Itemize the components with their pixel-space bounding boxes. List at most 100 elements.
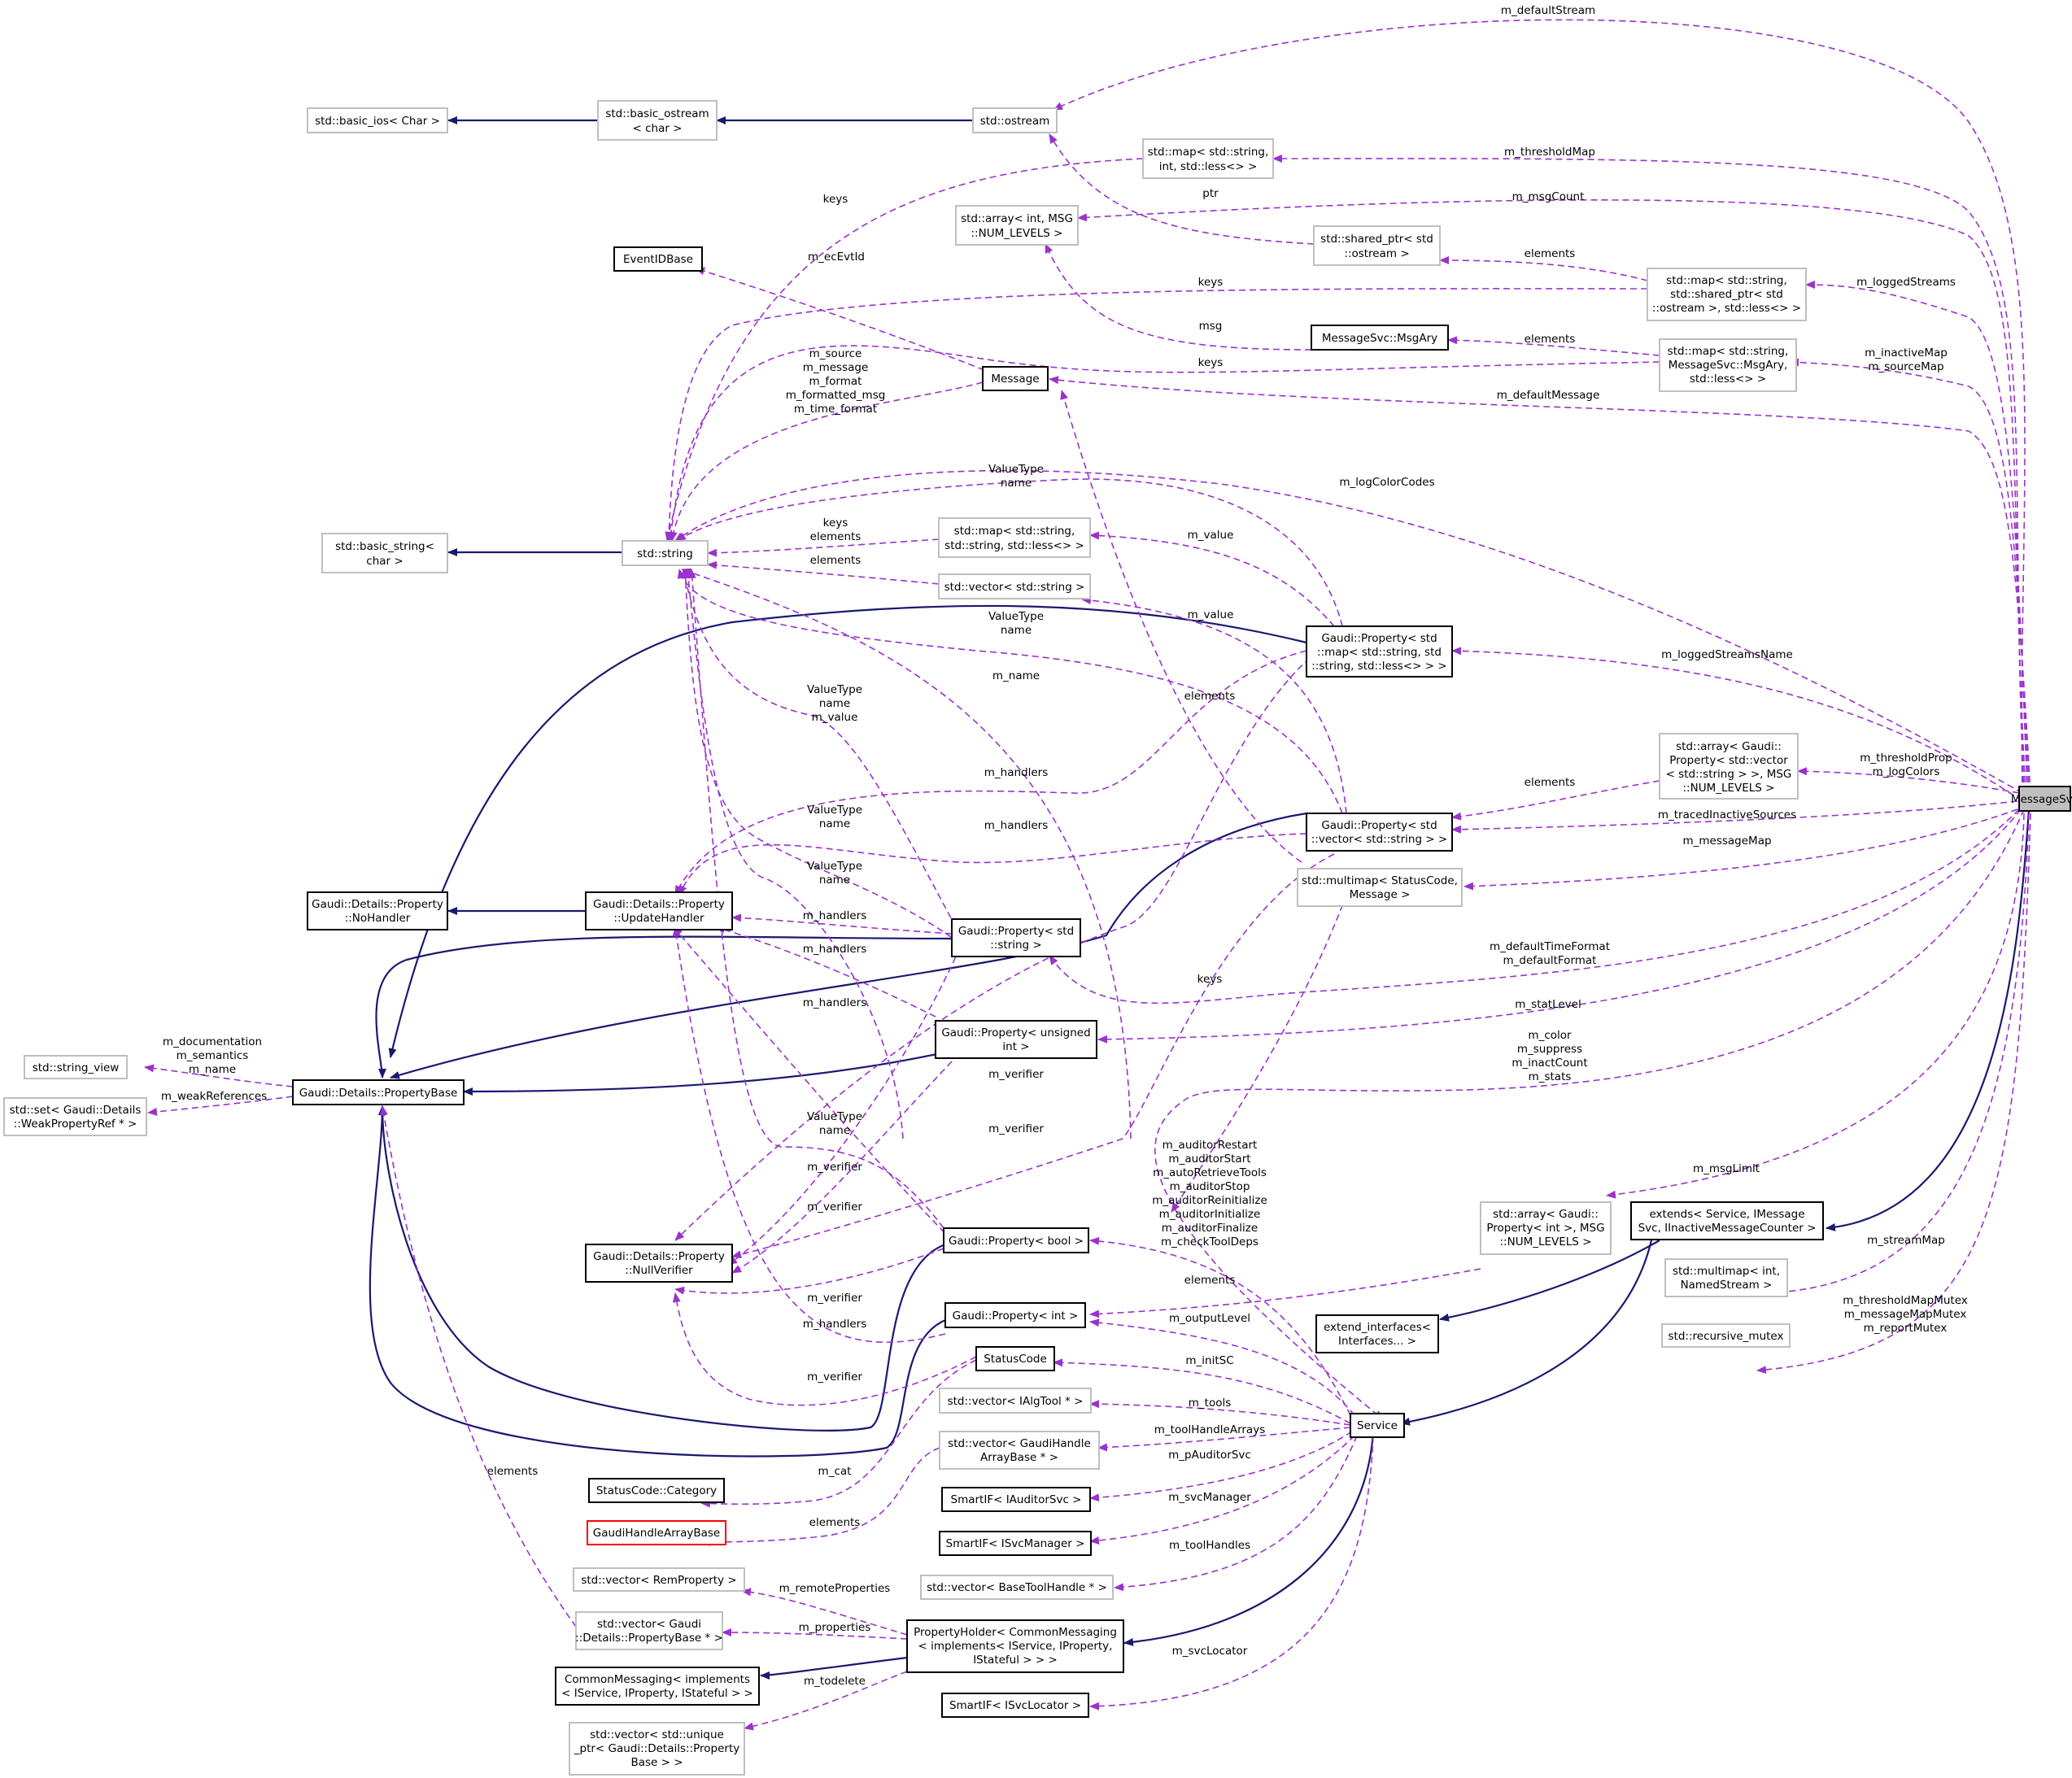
node-label: ::Details::PropertyBase * > bbox=[575, 1632, 723, 1645]
node-prop-map[interactable]: Gaudi::Property< std::map< std::string, … bbox=[1306, 625, 1453, 678]
node-label: int > bbox=[1002, 1040, 1029, 1053]
edge-valuetype-6 bbox=[687, 569, 944, 1229]
node-statuscode[interactable]: StatusCode bbox=[975, 1346, 1055, 1371]
edge-elements-vec bbox=[707, 560, 940, 585]
node-basic-ios[interactable]: std::basic_ios< Char > bbox=[307, 107, 448, 133]
edge-label: m_tracedInactiveSources bbox=[1658, 808, 1796, 821]
node-label: < char > bbox=[632, 122, 682, 135]
node-vec-unique[interactable]: std::vector< std::unique_ptr< Gaudi::Det… bbox=[569, 1722, 745, 1776]
node-vec-remproperty[interactable]: std::vector< RemProperty > bbox=[573, 1567, 745, 1592]
edge-label: m_cat bbox=[818, 1465, 852, 1478]
node-messagesvc[interactable]: MessageSvc bbox=[2011, 786, 2072, 812]
node-propertyholder[interactable]: PropertyHolder< CommonMessaging< impleme… bbox=[906, 1619, 1124, 1673]
node-prop-bool[interactable]: Gaudi::Property< bool > bbox=[943, 1227, 1089, 1253]
edge-m-value-2 bbox=[1081, 596, 1347, 814]
node-map-ss[interactable]: std::map< std::string,std::string, std::… bbox=[938, 517, 1091, 558]
node-msgary[interactable]: MessageSvc::MsgAry bbox=[1311, 325, 1449, 351]
node-updatehandler[interactable]: Gaudi::Details::Property::UpdateHandler bbox=[585, 891, 733, 930]
node-label: int, std::less<> > bbox=[1159, 160, 1258, 173]
node-smartif-svclocator[interactable]: SmartIF< ISvcLocator > bbox=[941, 1693, 1089, 1718]
node-vec-gaudihandle[interactable]: std::vector< GaudiHandleArrayBase * > bbox=[939, 1431, 1100, 1470]
edge-valuetype-3 bbox=[681, 569, 957, 928]
node-basic-ostream[interactable]: std::basic_ostream< char > bbox=[597, 100, 718, 141]
node-map-shared[interactable]: std::map< std::string,std::shared_ptr< s… bbox=[1647, 268, 1807, 321]
edge-m-name bbox=[681, 568, 1132, 1140]
node-basic-string[interactable]: std::basic_string<char > bbox=[321, 533, 448, 573]
edge-label: m_handlers bbox=[803, 943, 867, 956]
node-label: MessageSvc bbox=[2011, 793, 2072, 806]
node-array-int[interactable]: std::array< int, MSG::NUM_LEVELS > bbox=[955, 205, 1079, 246]
node-label: std::multimap< StatusCode, bbox=[1302, 874, 1458, 887]
node-gaudihandlearraybase[interactable]: GaudiHandleArrayBase bbox=[587, 1520, 726, 1545]
node-smartif-svcmanager[interactable]: SmartIF< ISvcManager > bbox=[939, 1531, 1092, 1556]
node-prop-int[interactable]: Gaudi::Property< int > bbox=[944, 1302, 1086, 1328]
node-eventidbase[interactable]: EventIDBase bbox=[613, 246, 703, 272]
node-map-int[interactable]: std::map< std::string,int, std::less<> > bbox=[1142, 138, 1274, 179]
node-label: ::NUM_LEVELS > bbox=[1683, 782, 1775, 795]
node-message[interactable]: Message bbox=[982, 366, 1049, 391]
node-ostream[interactable]: std::ostream bbox=[972, 107, 1058, 133]
node-label: < std::string > >, MSG bbox=[1666, 768, 1792, 781]
node-string-view[interactable]: std::string_view bbox=[24, 1055, 128, 1079]
node-shared-ptr[interactable]: std::shared_ptr< std::ostream > bbox=[1313, 225, 1441, 266]
node-label: std::recursive_mutex bbox=[1669, 1330, 1784, 1343]
edge-label: m_value bbox=[1188, 608, 1234, 621]
node-map-msgary[interactable]: std::map< std::string,MessageSvc::MsgAry… bbox=[1659, 338, 1797, 392]
usage-edges bbox=[144, 19, 2031, 1731]
edge-label: m_ecEvtId bbox=[808, 251, 865, 264]
node-service[interactable]: Service bbox=[1350, 1413, 1405, 1438]
edge-propertyholder-to-service bbox=[1123, 1431, 1375, 1646]
node-propertybase[interactable]: Gaudi::Details::PropertyBase bbox=[292, 1079, 465, 1105]
edge-label: elements bbox=[1525, 776, 1576, 789]
node-set-weak[interactable]: std::set< Gaudi::Details::WeakPropertyRe… bbox=[3, 1097, 147, 1136]
node-vec-propbase[interactable]: std::vector< Gaudi::Details::PropertyBas… bbox=[575, 1611, 723, 1650]
edge-valuetype-5 bbox=[684, 569, 904, 1140]
edge-label: m_verifier bbox=[988, 1122, 1044, 1135]
edge-label: m_msgCount bbox=[1512, 190, 1585, 203]
edge-label: elements bbox=[1525, 247, 1576, 260]
edge-label: m_handlers bbox=[984, 819, 1049, 832]
edge-documentation bbox=[144, 1064, 294, 1087]
node-label: std::string, std::less<> > bbox=[944, 539, 1084, 552]
edge-m-handlers-2 bbox=[678, 833, 1307, 896]
node-array-gaudi-vec[interactable]: std::array< Gaudi::Property< std::vector… bbox=[1659, 733, 1799, 800]
node-recursive-mutex[interactable]: std::recursive_mutex bbox=[1661, 1323, 1791, 1348]
edge-label: m_handlers bbox=[803, 1318, 867, 1331]
node-string[interactable]: std::string bbox=[622, 540, 709, 566]
node-label: Gaudi::Details::Property bbox=[593, 1250, 725, 1263]
node-label: extends< Service, IMessage bbox=[1649, 1208, 1804, 1221]
node-sc-category[interactable]: StatusCode::Category bbox=[588, 1478, 725, 1503]
node-vec-ialgtool[interactable]: std::vector< IAlgTool * > bbox=[939, 1388, 1092, 1414]
edge-label: m_svcManager bbox=[1168, 1491, 1251, 1504]
node-nohandler[interactable]: Gaudi::Details::Property::NoHandler bbox=[307, 891, 448, 930]
node-vec-basetoolhandle[interactable]: std::vector< BaseToolHandle * > bbox=[920, 1575, 1114, 1600]
node-vector-string[interactable]: std::vector< std::string > bbox=[938, 573, 1091, 599]
node-label: std::vector< IAlgTool * > bbox=[948, 1395, 1084, 1408]
node-label: std::set< Gaudi::Details bbox=[10, 1104, 142, 1117]
edge-label: m_value bbox=[1188, 529, 1234, 542]
node-label: _ptr< Gaudi::Details::Property bbox=[574, 1742, 740, 1755]
node-smartif-auditor[interactable]: SmartIF< IAuditorSvc > bbox=[941, 1487, 1091, 1512]
edge-label: m_handlers bbox=[984, 766, 1049, 779]
node-label: Interfaces... > bbox=[1338, 1335, 1416, 1348]
node-prop-string[interactable]: Gaudi::Property< std::string > bbox=[951, 918, 1081, 957]
node-commonmessaging[interactable]: CommonMessaging< implements< IService, I… bbox=[555, 1667, 760, 1706]
node-label: std::array< Gaudi:: bbox=[1493, 1208, 1599, 1221]
node-extend-interfaces[interactable]: extend_interfaces<Interfaces... > bbox=[1315, 1314, 1439, 1353]
node-array-gaudi-int[interactable]: std::array< Gaudi::Property< int >, MSG:… bbox=[1480, 1201, 1612, 1255]
node-nullverifier[interactable]: Gaudi::Details::Property::NullVerifier bbox=[585, 1244, 733, 1283]
edge-properties bbox=[722, 1628, 908, 1640]
nodes: MessageSvc std::basic_ios< Char > std::b… bbox=[3, 100, 2072, 1776]
edge-elements-array bbox=[1451, 780, 1660, 821]
edge-label: m_verifier bbox=[988, 1068, 1044, 1081]
node-prop-vector[interactable]: Gaudi::Property< std::vector< std::strin… bbox=[1306, 813, 1453, 852]
node-label: ::NullVerifier bbox=[625, 1264, 693, 1277]
node-label: < implements< IService, IProperty, bbox=[918, 1640, 1113, 1653]
node-label: Property< std::vector bbox=[1669, 754, 1788, 767]
node-multimap-int[interactable]: std::multimap< int,NamedStream > bbox=[1664, 1258, 1788, 1297]
node-multimap-sc[interactable]: std::multimap< StatusCode,Message > bbox=[1297, 868, 1463, 907]
node-label: std::ostream bbox=[980, 115, 1050, 128]
